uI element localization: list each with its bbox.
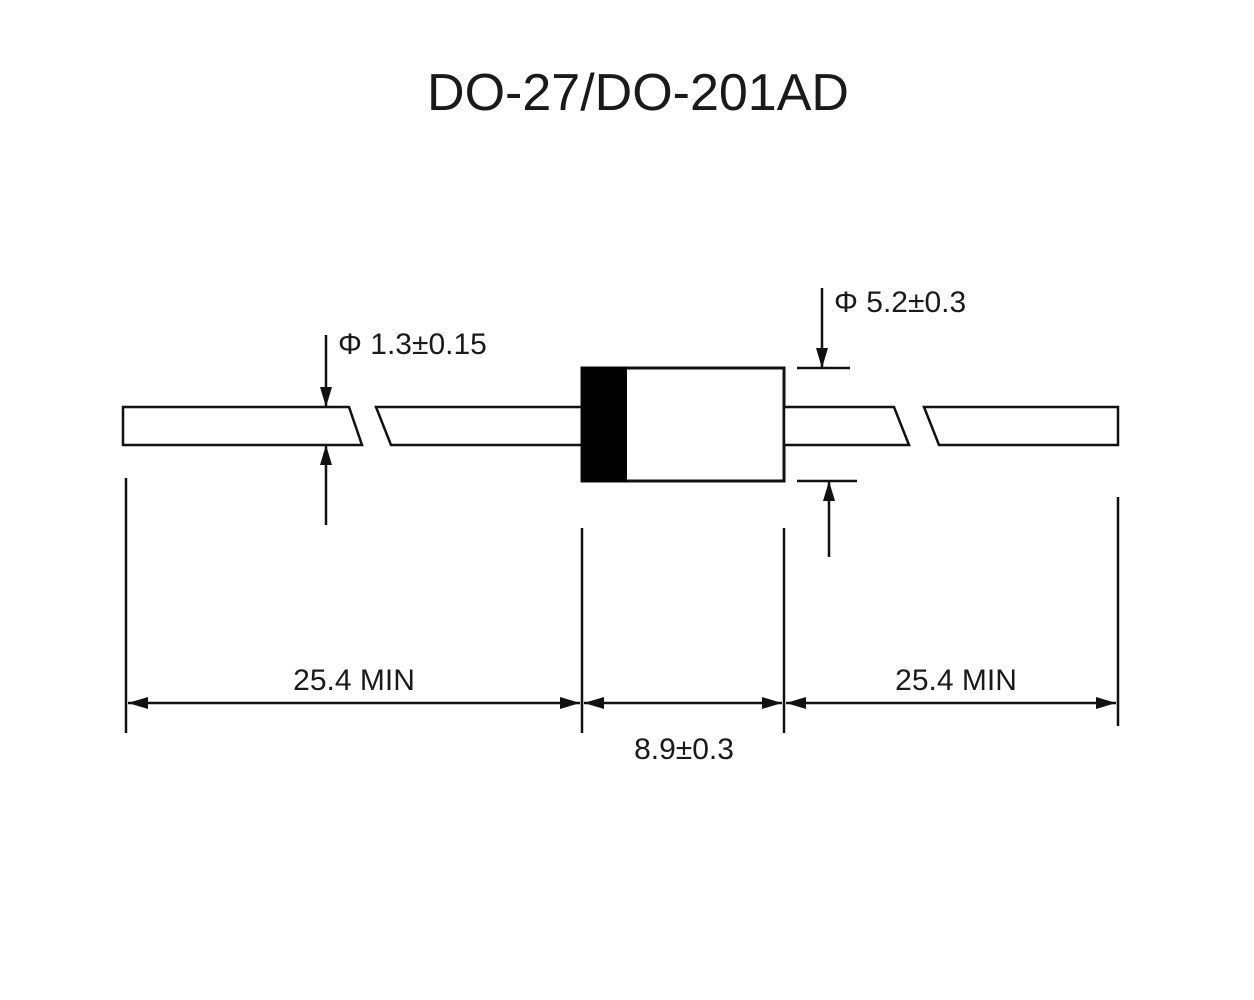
- right-lead-inner-segment: [782, 405, 911, 447]
- right-lead-length-label: 25.4 MIN: [895, 664, 1017, 697]
- right-lead-outer-segment: [922, 405, 1120, 447]
- left-lead-inner-segment: [374, 405, 584, 447]
- left-lead-length-label: 25.4 MIN: [293, 664, 415, 697]
- package-title: DO-27/DO-201AD: [427, 64, 849, 122]
- body-diameter-label: Φ 5.2±0.3: [834, 286, 966, 319]
- left-lead-outer-segment: [121, 405, 364, 447]
- cathode-band: [581, 367, 627, 482]
- lead-diameter-label: Φ 1.3±0.15: [338, 328, 487, 361]
- body-length-label: 8.9±0.3: [634, 733, 734, 766]
